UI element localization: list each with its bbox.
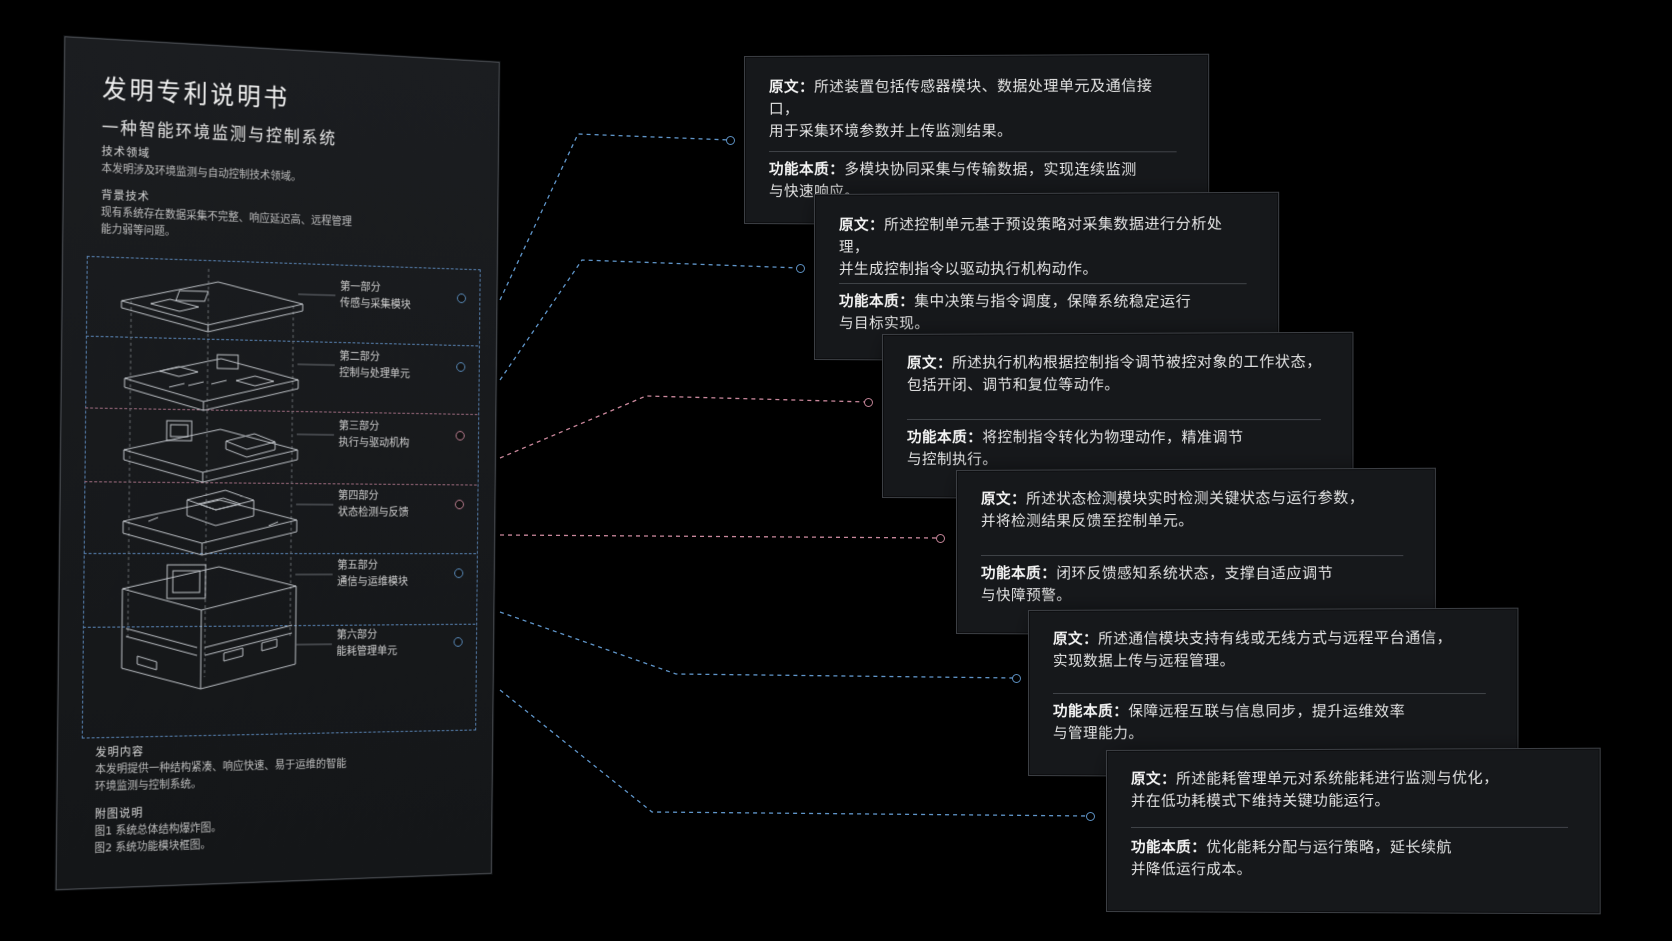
card-divider xyxy=(907,419,1321,420)
function-label: 功能本质 xyxy=(1053,704,1113,720)
function-line: 与快障预警。 xyxy=(981,585,1408,608)
function-label: 功能本质 xyxy=(1131,840,1191,856)
function-line: 闭环反馈感知系统状态，支撑自适应调节 xyxy=(1056,566,1333,583)
function-label: 功能本质 xyxy=(769,162,829,178)
function-text: 功能本质：集中决策与指令调度，保障系统稳定运行 与目标实现。 xyxy=(839,291,1251,336)
part-node-4[interactable] xyxy=(455,500,464,510)
section-line: 本发明涉及环境监测与自动控制技术领域。 xyxy=(101,160,385,189)
original-text: 原文：所述状态检测模块实时检测关键状态与运行参数， 并将检测结果反馈至控制单元。 xyxy=(981,487,1408,533)
section-text-figures: 图1 系统总体结构爆炸图。 图2 系统功能模块框图。 xyxy=(94,814,379,856)
original-text: 原文：所述通信模块支持有线或无线方式与远程平台通信， 实现数据上传与远程管理。 xyxy=(1053,627,1490,673)
original-line: 所述执行机构根据控制指令调节被控对象的工作状态， xyxy=(952,354,1322,371)
part-node-1[interactable] xyxy=(457,293,466,303)
function-card-6: 原文：所述能耗管理单元对系统能耗进行监测与优化， 并在低功耗模式下维持关键功能运… xyxy=(1106,748,1601,915)
function-line: 将控制指令转化为物理动作，精准调节 xyxy=(982,430,1243,447)
function-line: 并降低运行成本。 xyxy=(1131,859,1572,882)
original-label: 原文 xyxy=(769,80,799,96)
function-line: 与管理能力。 xyxy=(1053,723,1490,746)
card-anchor-5[interactable] xyxy=(1012,674,1021,683)
function-line: 集中决策与指令调度，保障系统稳定运行 xyxy=(914,294,1191,311)
original-text: 原文：所述执行机构根据控制指令调节被控对象的工作状态， 包括开闭、调节和复位等动… xyxy=(907,351,1325,397)
section-heading-summary: 发明内容 xyxy=(95,743,144,760)
function-text: 功能本质：将控制指令转化为物理动作，精准调节 与控制执行。 xyxy=(907,427,1325,472)
card-divider xyxy=(839,283,1247,284)
section-heading-background: 背景技术 xyxy=(101,187,150,205)
original-label: 原文 xyxy=(1131,772,1161,788)
original-line: 所述通信模块支持有线或无线方式与远程平台通信， xyxy=(1098,630,1452,647)
card-anchor-3[interactable] xyxy=(864,398,873,407)
function-text: 功能本质：闭环反馈感知系统状态，支撑自适应调节 与快障预警。 xyxy=(981,563,1408,608)
original-line: 并在低功耗模式下维持关键功能运行。 xyxy=(1131,790,1572,813)
original-text: 原文：所述装置包括传感器模块、数据处理单元及通信接口， 用于采集环境参数并上传监… xyxy=(769,75,1181,143)
original-text: 原文：所述控制单元基于预设策略对采集数据进行分析处理， 并生成控制指令以驱动执行… xyxy=(839,213,1251,281)
patent-document: 发明专利说明书 一种智能环境监测与控制系统 技术领域 本发明涉及环境监测与自动控… xyxy=(56,36,500,890)
card-divider xyxy=(1053,693,1486,694)
section-text-summary: 本发明提供一种结构紧凑、响应快速、易于运维的智能 环境监测与控制系统。 xyxy=(95,755,380,795)
original-line: 所述能耗管理单元对系统能耗进行监测与优化， xyxy=(1176,771,1499,788)
original-label: 原文 xyxy=(981,492,1011,508)
original-text: 原文：所述能耗管理单元对系统能耗进行监测与优化， 并在低功耗模式下维持关键功能运… xyxy=(1131,767,1572,813)
card-anchor-6[interactable] xyxy=(1086,812,1095,821)
section-text-background: 现有系统存在数据采集不完整、响应延迟高、远程管理 能力弱等问题。 xyxy=(101,204,385,248)
function-line: 保障远程互联与信息同步，提升运维效率 xyxy=(1128,704,1405,721)
card-divider xyxy=(1131,827,1568,828)
original-line: 并生成控制指令以驱动执行机构动作。 xyxy=(839,259,1251,282)
card-anchor-1[interactable] xyxy=(726,136,735,145)
original-line: 用于采集环境参数并上传监测结果。 xyxy=(769,121,1181,144)
original-line: 所述装置包括传感器模块、数据处理单元及通信接口， xyxy=(769,79,1153,118)
function-label: 功能本质 xyxy=(907,430,967,446)
function-line: 优化能耗分配与运行策略，延长续航 xyxy=(1206,840,1452,856)
card-anchor-4[interactable] xyxy=(936,534,945,543)
original-label: 原文 xyxy=(1053,632,1083,648)
label-leader-lines xyxy=(295,285,464,655)
function-line: 多模块协同采集与传输数据，实现连续监测 xyxy=(844,162,1137,179)
function-text: 功能本质：优化能耗分配与运行策略，延长续航 并降低运行成本。 xyxy=(1131,837,1572,882)
original-line: 所述状态检测模块实时检测关键状态与运行参数， xyxy=(1026,491,1364,508)
document-title: 发明专利说明书 xyxy=(102,69,290,114)
function-label: 功能本质 xyxy=(981,566,1041,582)
original-label: 原文 xyxy=(907,356,937,372)
part-node-2[interactable] xyxy=(456,362,465,372)
original-label: 原文 xyxy=(839,218,869,234)
function-label: 功能本质 xyxy=(839,294,899,310)
section-text-field: 本发明涉及环境监测与自动控制技术领域。 xyxy=(101,160,385,189)
original-line: 并将检测结果反馈至控制单元。 xyxy=(981,510,1408,533)
original-line: 实现数据上传与远程管理。 xyxy=(1053,650,1490,673)
part-node-3[interactable] xyxy=(456,431,465,441)
section-heading-figures: 附图说明 xyxy=(95,805,144,822)
section-heading-field: 技术领域 xyxy=(101,143,150,161)
original-line: 所述控制单元基于预设策略对采集数据进行分析处理， xyxy=(839,217,1223,256)
card-anchor-2[interactable] xyxy=(796,264,805,273)
original-line: 包括开闭、调节和复位等动作。 xyxy=(907,374,1325,397)
card-divider xyxy=(769,151,1177,152)
card-divider xyxy=(981,555,1403,556)
part-node-5[interactable] xyxy=(454,568,463,578)
function-text: 功能本质：保障远程互联与信息同步，提升运维效率 与管理能力。 xyxy=(1053,701,1490,746)
